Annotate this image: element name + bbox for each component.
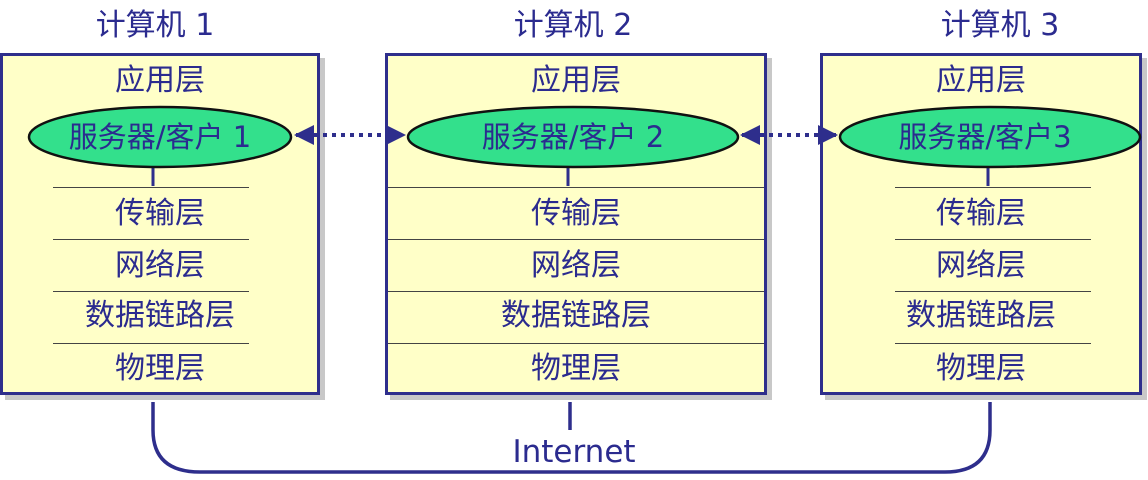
- physical-layer: 物理层: [115, 351, 205, 386]
- application-layer: 应用层: [115, 63, 205, 98]
- layer-divider: [388, 291, 764, 292]
- network-layer: 网络层: [531, 248, 621, 283]
- transport-layer: 传输层: [936, 196, 1026, 231]
- layer-divider: [388, 187, 764, 188]
- computer-2-title: 计算机 2: [513, 8, 633, 43]
- application-layer: 应用层: [531, 63, 621, 98]
- physical-layer: 物理层: [531, 351, 621, 386]
- application-layer: 应用层: [936, 63, 1026, 98]
- layer-divider: [895, 343, 1091, 344]
- layer-divider: [53, 291, 249, 292]
- layer-divider: [895, 291, 1091, 292]
- computer-1-title: 计算机 1: [95, 8, 215, 43]
- layer-divider: [895, 239, 1091, 240]
- datalink-layer: 数据链路层: [906, 298, 1056, 333]
- network-layer: 网络层: [936, 248, 1026, 283]
- computer-3-title: 计算机 3: [940, 8, 1060, 43]
- transport-layer: 传输层: [531, 196, 621, 231]
- process-label-1: 服务器/客户 1: [69, 120, 251, 154]
- physical-layer: 物理层: [936, 351, 1026, 386]
- layer-divider: [53, 343, 249, 344]
- transport-layer: 传输层: [115, 196, 205, 231]
- layer-divider: [53, 187, 249, 188]
- layer-divider: [53, 239, 249, 240]
- process-label-2: 服务器/客户 2: [482, 120, 664, 154]
- internet-label: Internet: [512, 434, 636, 470]
- internet-link: [151, 402, 992, 474]
- layer-divider: [388, 239, 764, 240]
- process-ellipse-3: [838, 105, 1142, 169]
- process-label-3: 服务器/客户3: [898, 120, 1071, 154]
- layer-divider: [895, 187, 1091, 188]
- process-ellipse-1: [27, 105, 293, 169]
- datalink-layer: 数据链路层: [501, 298, 651, 333]
- process-ellipse-2: [406, 105, 740, 169]
- datalink-layer: 数据链路层: [85, 298, 235, 333]
- network-layer: 网络层: [115, 248, 205, 283]
- layer-divider: [388, 343, 764, 344]
